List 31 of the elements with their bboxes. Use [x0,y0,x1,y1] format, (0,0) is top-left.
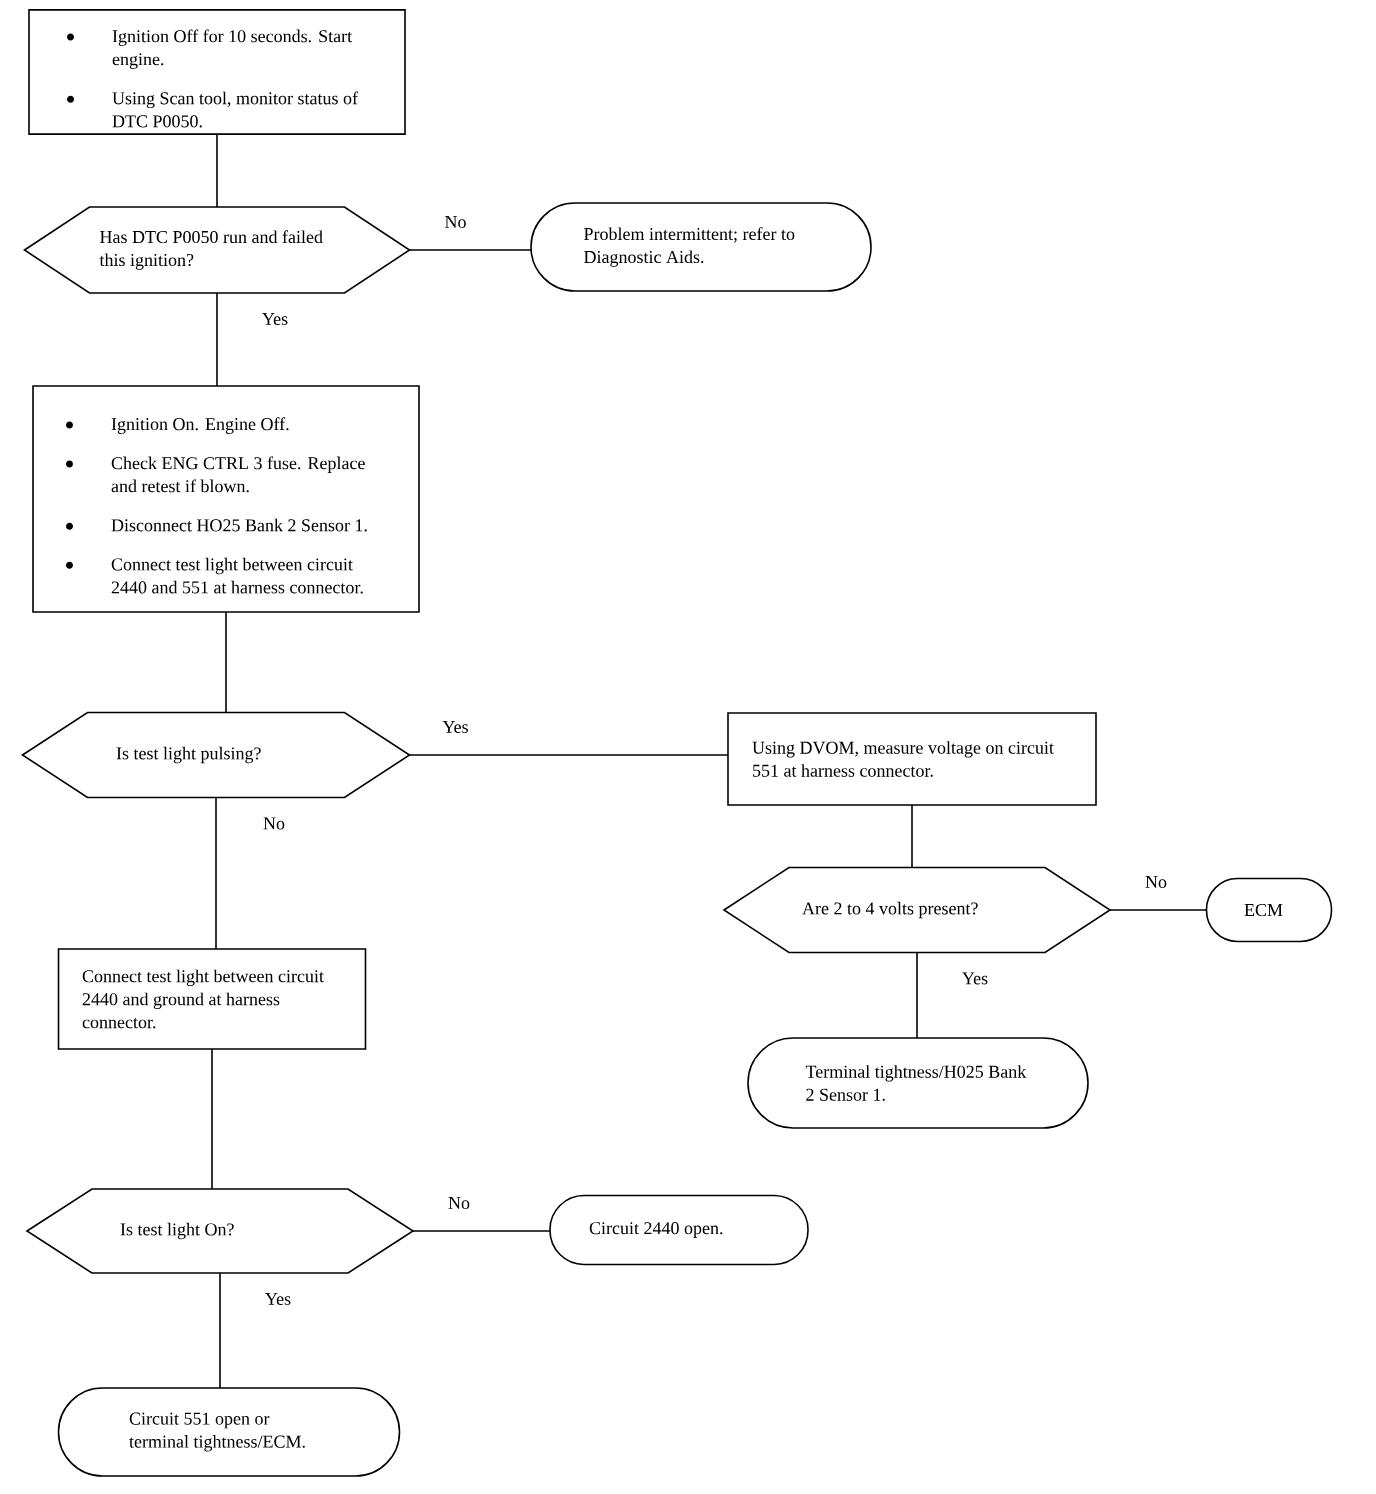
process-box: Using DVOM, measure voltage on circuit 551 at harness connector. [727,712,1097,806]
connector-line [211,1048,213,1190]
connector-line [215,796,217,950]
connector-line [219,1272,221,1389]
edge-label: No [447,1196,471,1210]
process-box: Connect test light between circuit 2440 and ground at harness connector. [57,948,367,1050]
edge-label: No [1144,875,1168,889]
edge-label: Yes [441,720,470,734]
decision-hexagon: Has DTC P0050 run and failed this ignition? [23,206,411,294]
edge-label: No [262,816,286,831]
connector-line [916,951,918,1039]
connector-line [911,804,913,869]
connector-line [412,1230,551,1232]
connector-line [408,754,729,756]
process-box: Ignition On. Engine Off. Check ENG CTRL 3 fuse. Replace and retest if blown. Disconnect HO25 Bank 2 Sensor 1. Connect test light between circuit 2440 and 551 at harness connector. [32,385,420,613]
edge-label: No [443,215,468,229]
connector-line [1109,909,1208,911]
terminal-box: Circuit 551 open or terminal tightness/ECM. [57,1387,401,1477]
edge-label: Yes [260,312,290,326]
terminal-box: Circuit 2440 open. [549,1194,809,1266]
connector-line [216,292,218,387]
connector-line [225,611,227,714]
connector-line [216,133,218,208]
terminal-box: Problem intermittent; refer to Diagnostic Aids. [530,202,872,292]
decision-hexagon: Is test light pulsing? [21,711,411,799]
edge-label: Yes [263,1292,293,1306]
process-box: Ignition Off for 10 seconds. Start engine. Using Scan tool, monitor status of DTC P0050. [28,9,406,135]
edge-label: Yes [960,971,990,986]
terminal-box: Terminal tightness/H025 Bank 2 Sensor 1. [747,1037,1089,1129]
connector-line [408,249,532,251]
terminal-box: ECM [1205,877,1333,943]
